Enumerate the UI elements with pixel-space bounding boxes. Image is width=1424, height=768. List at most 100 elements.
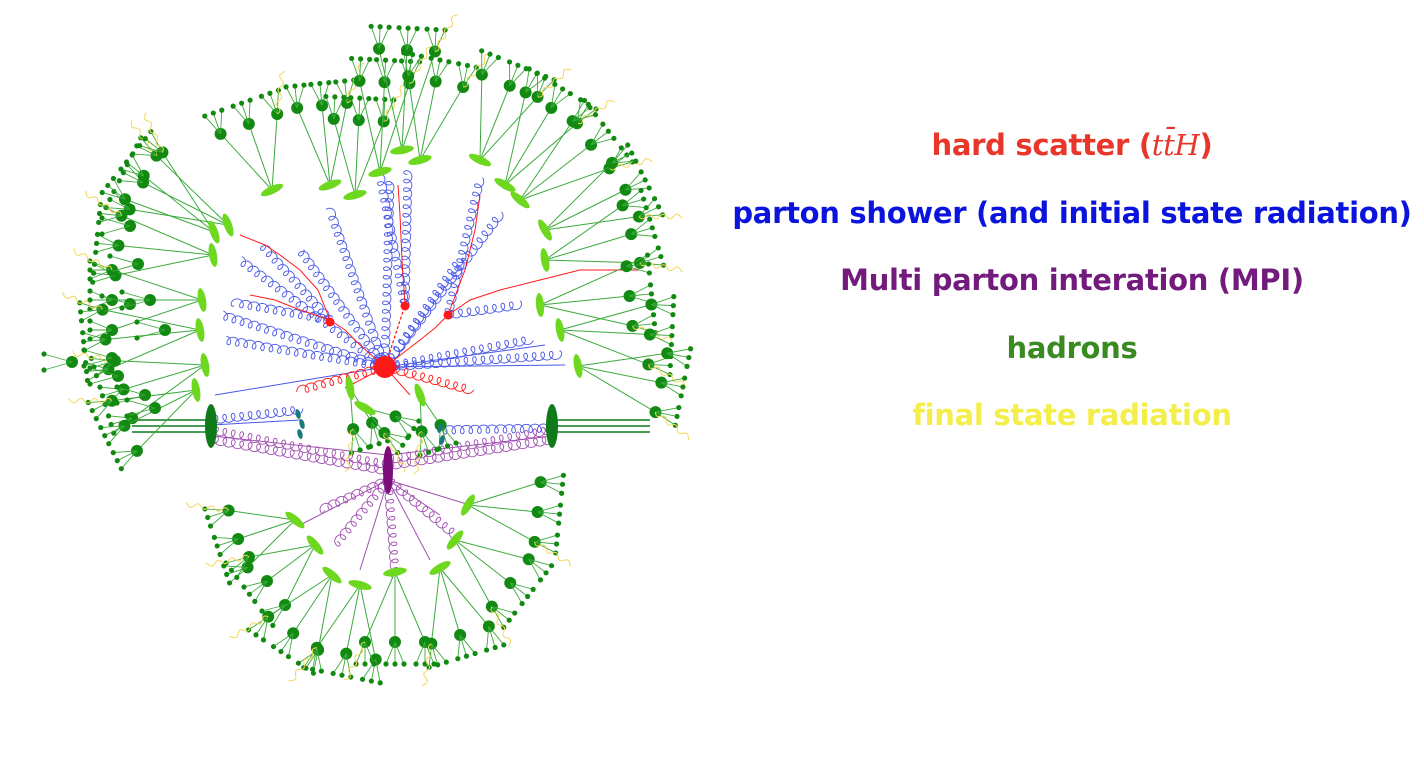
- decay-line: [214, 536, 239, 540]
- decay-dot: [205, 514, 211, 521]
- decay-dot: [668, 341, 675, 348]
- decay-dot: [443, 659, 449, 665]
- decay-line: [649, 326, 673, 335]
- decay-line: [632, 314, 654, 327]
- hadronization-blob: [535, 293, 545, 317]
- mpi-line: [299, 479, 389, 526]
- decay-dot: [362, 661, 368, 667]
- hadronization-blob: [208, 220, 220, 244]
- decay-line: [651, 296, 674, 305]
- hadron-line: [156, 155, 229, 226]
- decay-dot: [93, 416, 99, 422]
- decay-line: [352, 428, 369, 448]
- decay-dot: [433, 26, 439, 33]
- photon-line: [463, 53, 492, 88]
- decay-line: [117, 450, 138, 462]
- decay-line: [316, 647, 322, 672]
- decay-line: [626, 254, 648, 267]
- decay-line: [319, 83, 323, 106]
- hadron-line: [467, 481, 541, 506]
- decay-dot: [317, 80, 323, 87]
- photon-line: [534, 541, 571, 567]
- decay-line: [611, 144, 629, 164]
- hadron-line: [467, 504, 538, 513]
- decay-line: [81, 309, 103, 322]
- photon-line: [434, 14, 459, 52]
- beam-remnant: [437, 423, 443, 433]
- decay-line: [639, 262, 664, 266]
- hadronization-blob: [345, 376, 355, 400]
- decay-line: [407, 54, 413, 77]
- decay-line: [358, 98, 370, 121]
- decay-line: [371, 422, 380, 444]
- decay-line: [344, 80, 348, 103]
- hadron-line: [131, 364, 206, 419]
- decay-dot: [650, 312, 657, 318]
- decay-line: [89, 367, 119, 377]
- hadron-line: [333, 118, 356, 196]
- hadronization-blob: [461, 494, 475, 516]
- decay-dot: [278, 648, 284, 655]
- decay-dot: [643, 205, 649, 211]
- decay-line: [255, 616, 269, 636]
- event-diagram: [41, 14, 694, 687]
- decay-line: [88, 400, 112, 403]
- decay-line: [383, 99, 386, 122]
- decay-dot: [98, 424, 104, 431]
- decay-line: [102, 192, 126, 200]
- decay-line: [462, 65, 468, 88]
- decay-line: [540, 481, 562, 494]
- decay-line: [491, 606, 510, 621]
- decay-dot: [652, 233, 658, 240]
- decay-line: [440, 424, 457, 444]
- decay-line: [534, 534, 558, 543]
- decay-line: [217, 538, 239, 547]
- decay-line: [667, 352, 689, 359]
- decay-line: [629, 284, 651, 297]
- decay-line: [395, 415, 419, 422]
- decay-dot: [600, 121, 606, 127]
- decay-dot: [405, 25, 411, 31]
- hadron-line: [364, 571, 396, 643]
- decay-dot: [341, 94, 347, 100]
- decay-line: [89, 329, 113, 340]
- decay-dot: [368, 23, 374, 29]
- hadronization-blob: [510, 191, 530, 209]
- decay-line: [537, 79, 555, 98]
- decay-line: [550, 84, 556, 108]
- decay-line: [109, 263, 139, 273]
- decay-line: [226, 567, 248, 575]
- hadronization-blob: [390, 145, 414, 155]
- decay-line: [236, 556, 250, 578]
- decay-dot: [330, 670, 336, 677]
- decay-line: [395, 416, 410, 437]
- decay-line: [312, 647, 318, 670]
- shower-gluon: [437, 423, 552, 435]
- decay-line: [632, 323, 655, 327]
- decay-dot: [392, 661, 398, 667]
- photon-line: [647, 364, 686, 388]
- hadron-line: [354, 120, 360, 196]
- decay-line: [150, 131, 163, 153]
- decay-line: [459, 634, 467, 657]
- shower-gluon: [385, 350, 563, 372]
- decay-dot: [348, 95, 354, 101]
- decay-line: [131, 154, 145, 176]
- decay-dot: [219, 107, 225, 113]
- decay-dot: [638, 187, 644, 194]
- decay-dot: [472, 650, 478, 657]
- quark-line: [239, 234, 331, 321]
- hadron-line: [284, 544, 316, 606]
- decay-dot: [367, 56, 373, 62]
- decay-dot: [687, 346, 694, 352]
- decay-line: [231, 556, 250, 571]
- decay-line: [104, 425, 125, 437]
- decay-line: [92, 400, 113, 411]
- decay-dot: [87, 381, 93, 387]
- hadron-line: [296, 107, 331, 186]
- decay-line: [352, 428, 361, 451]
- decay-line: [136, 329, 166, 339]
- decay-line: [525, 68, 530, 93]
- decay-line: [407, 56, 422, 77]
- decay-dot: [99, 393, 106, 399]
